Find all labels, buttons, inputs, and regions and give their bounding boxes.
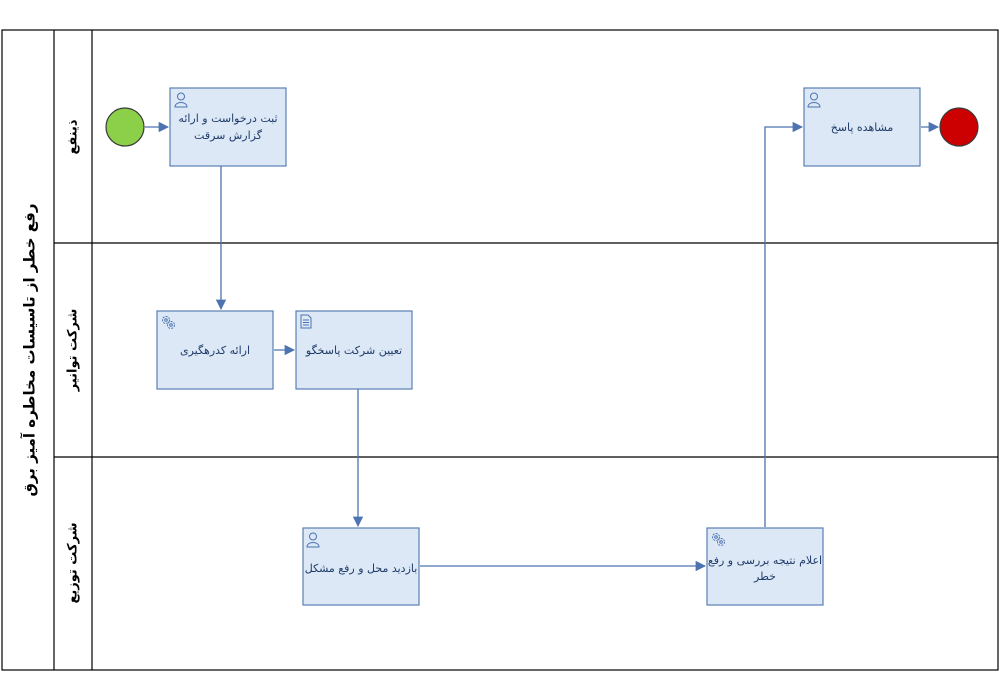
- task-box: [706, 527, 824, 606]
- task-label-line-1: اعلام نتیجه بررسی و رفع: [708, 554, 822, 567]
- task-label-line-1: ارائه کدرهگیری: [180, 344, 250, 357]
- task-label-line-1: بازدید محل و رفع مشکل: [305, 562, 418, 575]
- lane-label-tavanir: شرکت توانیر: [66, 309, 81, 392]
- user-icon: [174, 92, 188, 108]
- user-icon: [306, 532, 320, 548]
- start-event[interactable]: [105, 107, 145, 147]
- sequence-flows: [145, 121, 940, 572]
- flow-t5-to-t6: [764, 121, 804, 527]
- task-tracking-code[interactable]: ارائه کدرهگیری: [156, 310, 274, 390]
- pool-title: رفع خطر از تاسیسات مخاطره آمیز برق: [21, 204, 39, 497]
- task-box: [302, 527, 420, 606]
- task-label-line-1: ثبت درخواست و ارائه: [178, 112, 277, 125]
- task-box: [803, 87, 921, 167]
- task-site-visit[interactable]: بازدید محل و رفع مشکل: [302, 527, 420, 606]
- gear-icon: [162, 316, 175, 329]
- pool-border: [1, 29, 999, 671]
- user-icon: [807, 92, 821, 108]
- task-box: [156, 310, 274, 390]
- lane-label-distribution: شرکت توزیع: [66, 523, 81, 604]
- task-label-line-1: مشاهده پاسخ: [831, 121, 894, 134]
- end-event[interactable]: [939, 107, 979, 147]
- task-label-line-1: تعیین شرکت پاسخگو: [305, 344, 402, 357]
- gear-icon: [712, 533, 725, 546]
- task-register-request[interactable]: ثبت درخواست و ارائه گزارش سرقت: [169, 87, 287, 167]
- lane-label-customer: ذینفع: [66, 119, 81, 154]
- task-box: [295, 310, 413, 390]
- task-view-response[interactable]: مشاهده پاسخ: [803, 87, 921, 167]
- task-label-line-2: خطر: [753, 570, 776, 583]
- document-icon: [300, 314, 312, 329]
- task-label-line-2: گزارش سرقت: [194, 129, 263, 142]
- task-assign-company[interactable]: تعیین شرکت پاسخگو: [295, 310, 413, 390]
- pool: رفع خطر از تاسیسات مخاطره آمیز برق ذینفع…: [1, 29, 999, 671]
- task-box: [169, 87, 287, 167]
- task-announce-result[interactable]: اعلام نتیجه بررسی و رفع خطر: [706, 527, 824, 606]
